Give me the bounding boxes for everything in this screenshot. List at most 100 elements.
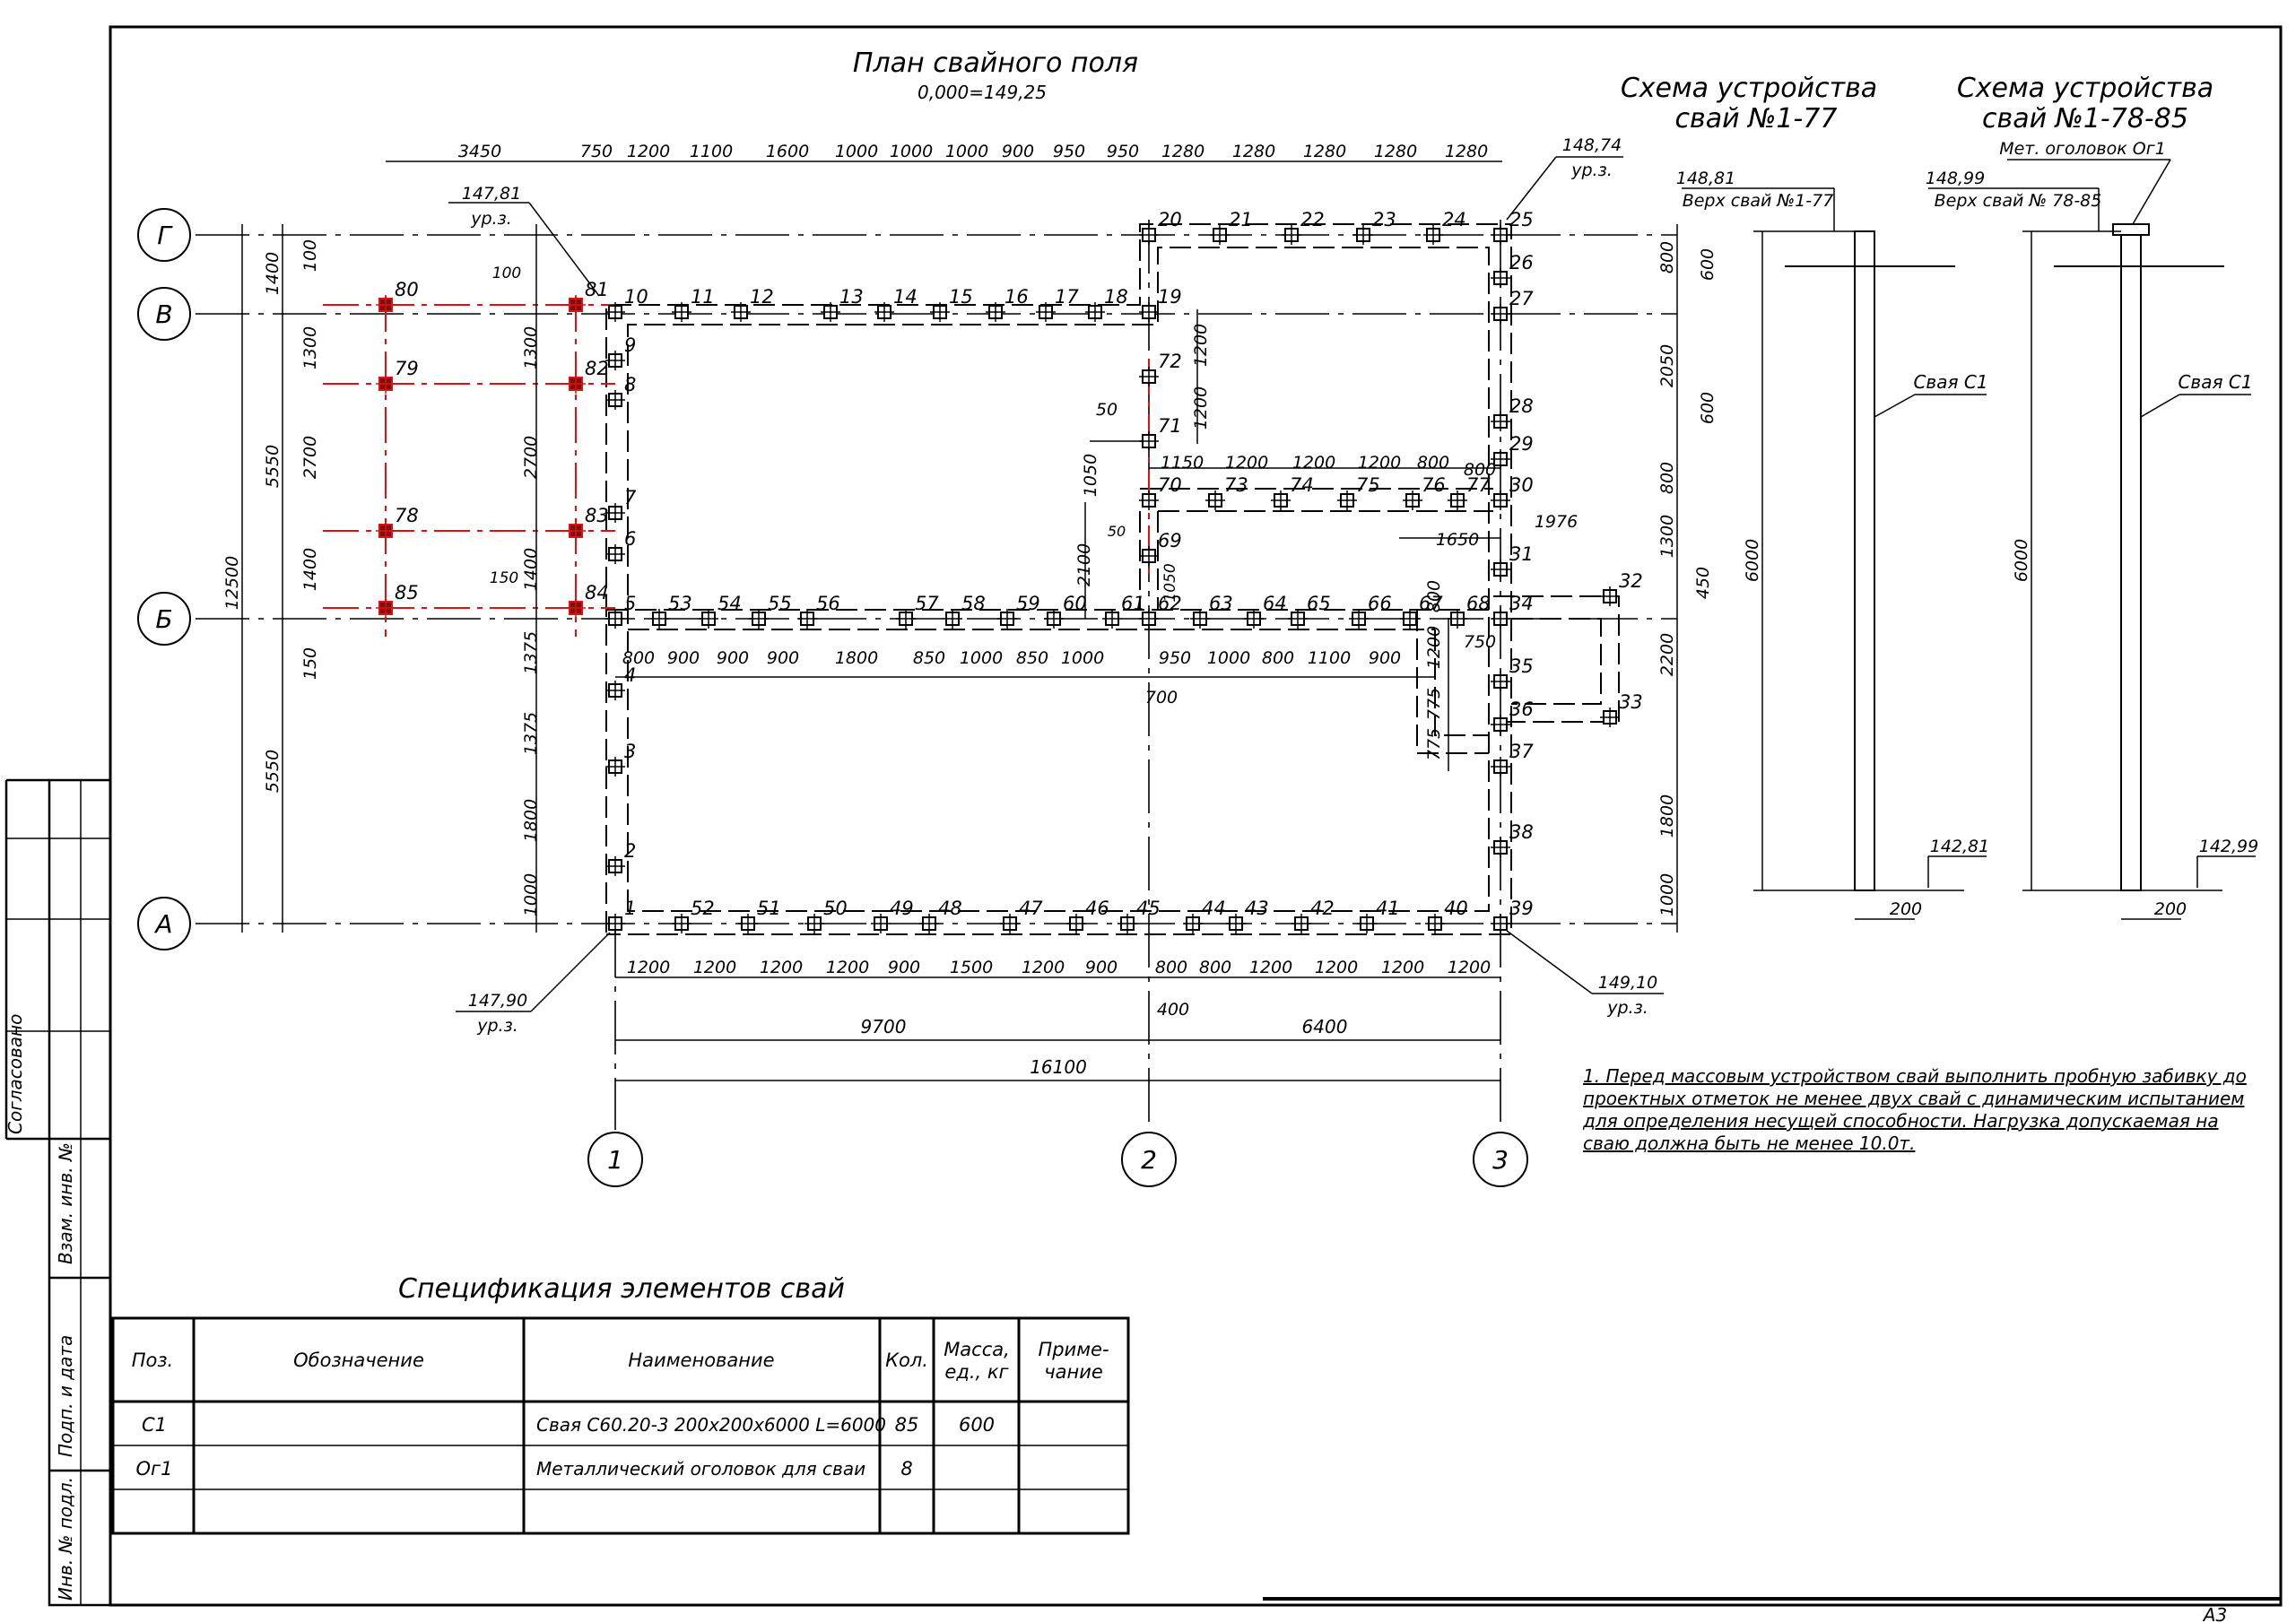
pile-6: 6 bbox=[605, 528, 636, 564]
pile-label: 17 bbox=[1055, 286, 1079, 308]
dim-misc-3: 1200 bbox=[1191, 386, 1211, 430]
pile-59: 59 bbox=[997, 593, 1040, 629]
stamp-replacement-inv: Взам. инв. № bbox=[55, 1142, 76, 1264]
pile-79: 79 bbox=[376, 358, 419, 394]
svg-text:147,90: 147,90 bbox=[468, 991, 527, 1011]
pile-label: 56 bbox=[816, 593, 840, 614]
pile-label: 69 bbox=[1158, 530, 1182, 551]
dim-top-3: 1100 bbox=[690, 142, 733, 161]
general-note: 1. Перед массовым устройством свай выпол… bbox=[1582, 1065, 2247, 1154]
dim-mid-10: 1000 bbox=[1207, 648, 1250, 668]
svg-text:Схема устройства: Схема устройства bbox=[1621, 73, 1877, 104]
spec-header-pos: Поз. bbox=[132, 1350, 173, 1371]
pile-label: 12 bbox=[750, 286, 774, 308]
pile-label: 22 bbox=[1300, 209, 1325, 230]
stamp-sign-date: Подп. и дата bbox=[55, 1335, 76, 1457]
pile-label: 26 bbox=[1509, 252, 1534, 273]
dim-left-near-1: 2700 bbox=[521, 436, 541, 479]
pile-label: 30 bbox=[1509, 474, 1534, 496]
pile-75: 75 bbox=[1337, 474, 1380, 510]
pile-label: 27 bbox=[1509, 288, 1534, 309]
pile-label: 54 bbox=[718, 593, 742, 614]
dim-top-4: 1600 bbox=[766, 142, 809, 161]
pile-54: 54 bbox=[699, 593, 742, 629]
dim-upper-4: 800 bbox=[1417, 453, 1449, 473]
pile-24: 24 bbox=[1423, 209, 1466, 245]
pile-label: 36 bbox=[1509, 699, 1534, 720]
svg-text:А: А bbox=[153, 909, 172, 939]
dim-misc-13: 775 bbox=[1424, 688, 1444, 720]
dim-misc-7: 700 bbox=[1145, 688, 1178, 707]
dim-left-inner-5: 150 bbox=[300, 647, 320, 680]
dim-misc-8: 400 bbox=[1157, 1000, 1189, 1020]
dim-mid-13: 900 bbox=[1369, 648, 1401, 668]
pile-51: 51 bbox=[738, 898, 781, 933]
dim-left-inner-3: 2700 bbox=[300, 436, 320, 479]
pile-label: 28 bbox=[1509, 395, 1534, 417]
pile-label: 80 bbox=[395, 279, 419, 300]
svg-text:проектных отметок не менее дву: проектных отметок не менее двух свай с д… bbox=[1583, 1088, 2244, 1109]
pile-66: 66 bbox=[1349, 593, 1392, 629]
pile-label: 49 bbox=[890, 898, 914, 919]
pile-33: 33 bbox=[1600, 691, 1643, 727]
dim-mid-5: 850 bbox=[913, 648, 945, 668]
pile-label: 25 bbox=[1509, 209, 1534, 230]
dim-upper-1: 1200 bbox=[1225, 453, 1268, 473]
pile-20: 20 bbox=[1139, 209, 1182, 245]
dim-mid-0: 800 bbox=[622, 648, 655, 668]
dim-left-near-5: 1800 bbox=[521, 799, 541, 842]
dim-misc-6: 1050 bbox=[1161, 563, 1179, 602]
dim-left-inner-2: 1300 bbox=[300, 326, 320, 369]
pile-label: 84 bbox=[585, 582, 609, 603]
dim-right-4: 450 bbox=[1693, 567, 1713, 599]
pile-label: 81 bbox=[585, 279, 609, 300]
pile-label: 85 bbox=[395, 582, 419, 603]
pile-label: 7 bbox=[624, 487, 637, 508]
dim-mid-7: 850 bbox=[1016, 648, 1048, 668]
pile-42: 42 bbox=[1292, 898, 1335, 933]
pile-60: 60 bbox=[1044, 593, 1087, 629]
axis-bubble-row-v: В bbox=[137, 287, 191, 341]
svg-text:6000: 6000 bbox=[1743, 539, 1762, 582]
elevation-top-left: 147,81 ур.з. bbox=[448, 184, 600, 297]
dim-bottom-13: 1200 bbox=[1448, 958, 1491, 977]
svg-text:Свая С1: Свая С1 bbox=[2178, 371, 2252, 393]
pile-36: 36 bbox=[1491, 699, 1534, 734]
pile-label: 71 bbox=[1158, 415, 1182, 437]
dim-bottom-10: 1200 bbox=[1249, 958, 1292, 977]
dim-top-11: 1280 bbox=[1161, 142, 1205, 161]
pile-label: 48 bbox=[938, 898, 962, 919]
pile-56: 56 bbox=[797, 593, 840, 629]
spec-header-mass-1: Масса, bbox=[944, 1339, 1010, 1360]
pile-74: 74 bbox=[1271, 474, 1314, 510]
dim-right-small-1: 600 bbox=[1698, 392, 1718, 424]
pile-label: 74 bbox=[1290, 474, 1314, 496]
pile-49: 49 bbox=[871, 898, 914, 933]
pile-label: 33 bbox=[1619, 691, 1643, 713]
dim-upper-3: 1200 bbox=[1358, 453, 1401, 473]
pile-41: 41 bbox=[1357, 898, 1400, 933]
pile-69: 69 bbox=[1139, 530, 1182, 566]
dim-bottom-6: 1200 bbox=[1022, 958, 1065, 977]
axis-bubble-col-3: 3 bbox=[1473, 1132, 1528, 1187]
red-auxiliary-grid bbox=[323, 296, 1150, 637]
side-stamp: Согласовано Взам. инв. № Подп. и дата Ин… bbox=[4, 778, 112, 1607]
spec-table: Поз. Обозначение Наименование Кол. Масса… bbox=[111, 1316, 1130, 1535]
dim-left-inner-4: 1400 bbox=[300, 548, 320, 591]
pile-label: 64 bbox=[1263, 593, 1287, 614]
elevation-top-right: 148,74 ур.з. bbox=[1506, 135, 1623, 221]
pile-label: 53 bbox=[668, 593, 692, 614]
stamp-inv-original: Инв. № подл. bbox=[55, 1477, 76, 1601]
pile-17: 17 bbox=[1036, 286, 1079, 322]
pile-31: 31 bbox=[1491, 543, 1534, 579]
pile-32: 32 bbox=[1600, 570, 1643, 606]
pile-label: 46 bbox=[1085, 898, 1109, 919]
dim-left-5550-top: 5550 bbox=[263, 445, 283, 488]
pile-label: 44 bbox=[1202, 898, 1226, 919]
pile-45: 45 bbox=[1118, 898, 1161, 933]
elevation-bottom-left: 147,90 ур.з. bbox=[456, 932, 611, 1036]
pile-label: 23 bbox=[1372, 209, 1396, 230]
pile-85: 85 bbox=[376, 582, 419, 618]
dim-bottom-8: 800 bbox=[1155, 958, 1187, 977]
dim-top-15: 1280 bbox=[1445, 142, 1488, 161]
